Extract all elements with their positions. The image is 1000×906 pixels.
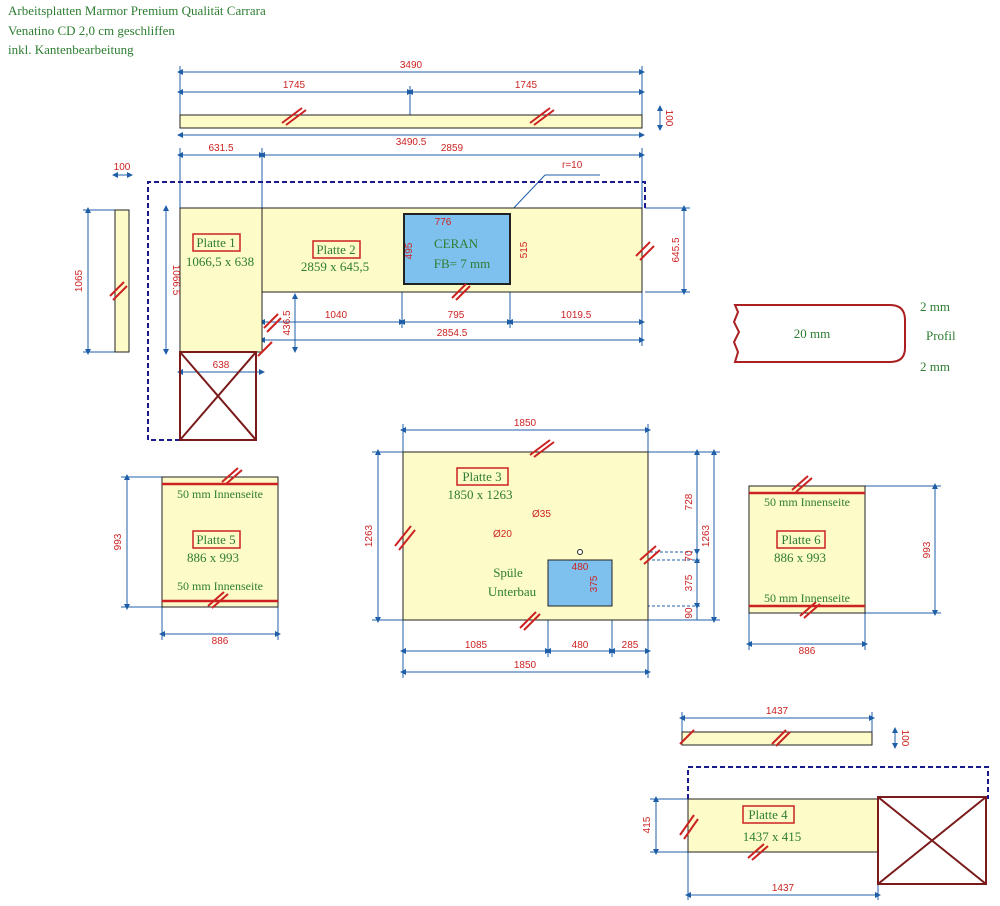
plate2-size: 2859 x 645,5 [301, 259, 369, 274]
sink-type: Unterbau [488, 584, 537, 599]
title-line-1: Arbeitsplatten Marmor Premium Qualität C… [8, 3, 266, 18]
dim-plate3-70: 70 [684, 550, 695, 562]
dim-plate3-1085: 1085 [465, 640, 488, 651]
dim-plate6-width: 886 [799, 646, 816, 657]
dim-plate3-285: 285 [622, 640, 639, 651]
dim-plate2-total: 2854.5 [437, 328, 468, 339]
room-outline-top [147, 181, 646, 441]
dim-plate3-480: 480 [572, 640, 589, 651]
dim-strip-height: 100 [663, 110, 674, 127]
plate3-name: Platte 3 [462, 469, 501, 484]
dim-plate2-1019: 1019.5 [561, 310, 592, 321]
title-line-3: inkl. Kantenbearbeitung [8, 42, 134, 57]
plate5-size: 886 x 993 [187, 550, 239, 565]
room-outline-bottom [687, 766, 989, 799]
plate2-name: Platte 2 [316, 242, 355, 257]
dim-plate2-795: 795 [448, 310, 465, 321]
dimension-lines [83, 66, 941, 900]
dim-plate4-height: 415 [642, 816, 653, 833]
edge-marks [109, 107, 821, 861]
dim-plate4-width: 1437 [772, 883, 795, 894]
plate6-inner-top: 50 mm Innenseite [764, 495, 850, 509]
dim-plate1-bottom: 638 [213, 360, 230, 371]
plate-4 [687, 798, 879, 853]
dim-plate3-375: 375 [684, 574, 695, 591]
ceran-fb: FB= 7 mm [434, 256, 490, 271]
dim-plate1-side: 1066.5 [170, 265, 181, 296]
dim-plate3-bottom-total: 1850 [514, 660, 537, 671]
dim-ceran-width: 776 [435, 217, 452, 228]
dim-plate2-top: 2859 [441, 143, 464, 154]
dim-plate5-height: 993 [113, 533, 124, 550]
dim-plate2-436: 436.5 [282, 310, 293, 335]
ceran-cutout [403, 213, 511, 285]
dim-tap-diameter: Ø35 [532, 509, 551, 520]
strip-side [114, 209, 130, 353]
dim-plate3-90: 90 [684, 607, 695, 619]
plate6-inner-bottom: 50 mm Innenseite [764, 591, 850, 605]
dim-plate4-strip-height: 100 [899, 730, 910, 747]
plate5-name: Platte 5 [196, 532, 235, 547]
dim-plate1-top: 631.5 [208, 143, 233, 154]
dim-plate3-height-right: 1263 [701, 524, 712, 547]
appliance-boxes [179, 351, 987, 885]
plate1-name: Platte 1 [196, 235, 235, 250]
dim-plate5-width: 886 [212, 636, 229, 647]
plate5-inner-bottom: 50 mm Innenseite [177, 579, 263, 593]
dim-drain-diameter: Ø20 [493, 529, 512, 540]
plate4-size: 1437 x 415 [743, 829, 802, 844]
ceran-radius: r=10 [562, 160, 583, 171]
plate-1 [179, 207, 263, 353]
ceran-label: CERAN [434, 236, 479, 251]
profile-center: 20 mm [794, 326, 830, 341]
dim-sink-height: 375 [589, 575, 600, 592]
strip-top [179, 114, 643, 129]
dim-strip-left: 1745 [283, 80, 306, 91]
dim-plate3-728: 728 [684, 493, 695, 510]
edge-profile [732, 304, 906, 363]
sink-cutout [547, 559, 613, 607]
tap-hole [577, 549, 583, 555]
dim-side-width: 100 [114, 162, 131, 173]
plate-5 [161, 476, 279, 608]
plate-6 [748, 485, 866, 614]
sink-label: Spüle [493, 565, 523, 580]
dim-strip-right: 1745 [515, 80, 538, 91]
dim-plate3-height: 1263 [364, 524, 375, 547]
dim-plate2-right: 645.5 [671, 237, 682, 262]
profile-top: 2 mm [920, 299, 950, 314]
dim-sink-width: 480 [572, 562, 589, 573]
dim-ceran-inner: 495 [404, 242, 415, 259]
dim-plate4-strip-width: 1437 [766, 706, 789, 717]
dim-strip-total: 3490 [400, 60, 423, 71]
plate3-size: 1850 x 1263 [448, 487, 513, 502]
dim-side-length: 1065 [74, 269, 85, 292]
dim-plate3-width: 1850 [514, 418, 537, 429]
dim-plate2-1040: 1040 [325, 310, 348, 321]
plate4-name: Platte 4 [748, 807, 788, 822]
dim-plate6-height: 993 [922, 541, 933, 558]
plate5-inner-top: 50 mm Innenseite [177, 487, 263, 501]
profile-bottom: 2 mm [920, 359, 950, 374]
dim-ceran-outer: 515 [519, 241, 530, 258]
dim-strip-below: 3490.5 [396, 137, 427, 148]
plate-name-frames [192, 233, 826, 824]
profile-label: Profil [926, 328, 956, 343]
plate6-size: 886 x 993 [774, 550, 826, 565]
plate1-size: 1066,5 x 638 [186, 254, 254, 269]
title-line-2: Venatino CD 2,0 cm geschliffen [8, 23, 175, 38]
plate6-name: Platte 6 [781, 532, 821, 547]
